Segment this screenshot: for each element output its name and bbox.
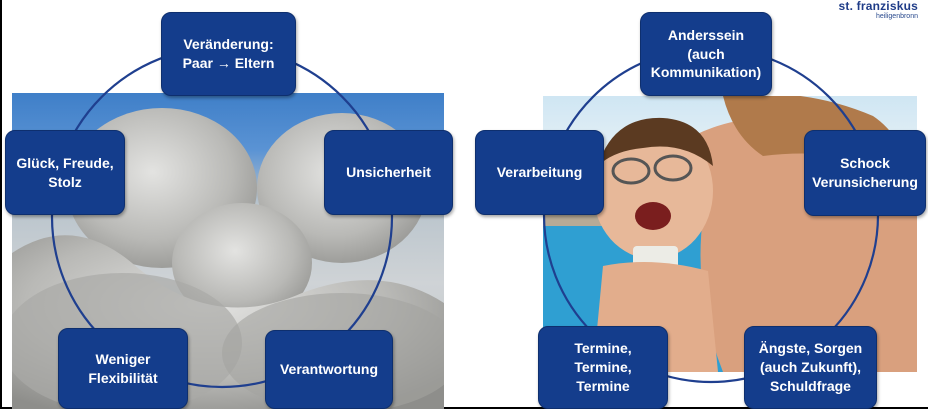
box-anderssein: Anderssein (auch Kommunikation) (640, 12, 772, 96)
box-verantwortung: Verantwortung (265, 330, 393, 409)
box-schock: Schock Verunsicherung (804, 130, 926, 216)
box-verarbeitung: Verarbeitung (475, 130, 604, 215)
box-unsicherheit: Unsicherheit (324, 130, 453, 215)
box-glueck: Glück, Freude, Stolz (5, 130, 125, 215)
box-veraenderung: Veränderung: Paar → Eltern (161, 12, 296, 96)
box-weniger-flexibilitaet: Weniger Flexibilität (58, 328, 188, 409)
box-aengste: Ängste, Sorgen (auch Zukunft), Schuldfra… (744, 326, 877, 409)
box-termine: Termine, Termine, Termine (538, 326, 668, 409)
